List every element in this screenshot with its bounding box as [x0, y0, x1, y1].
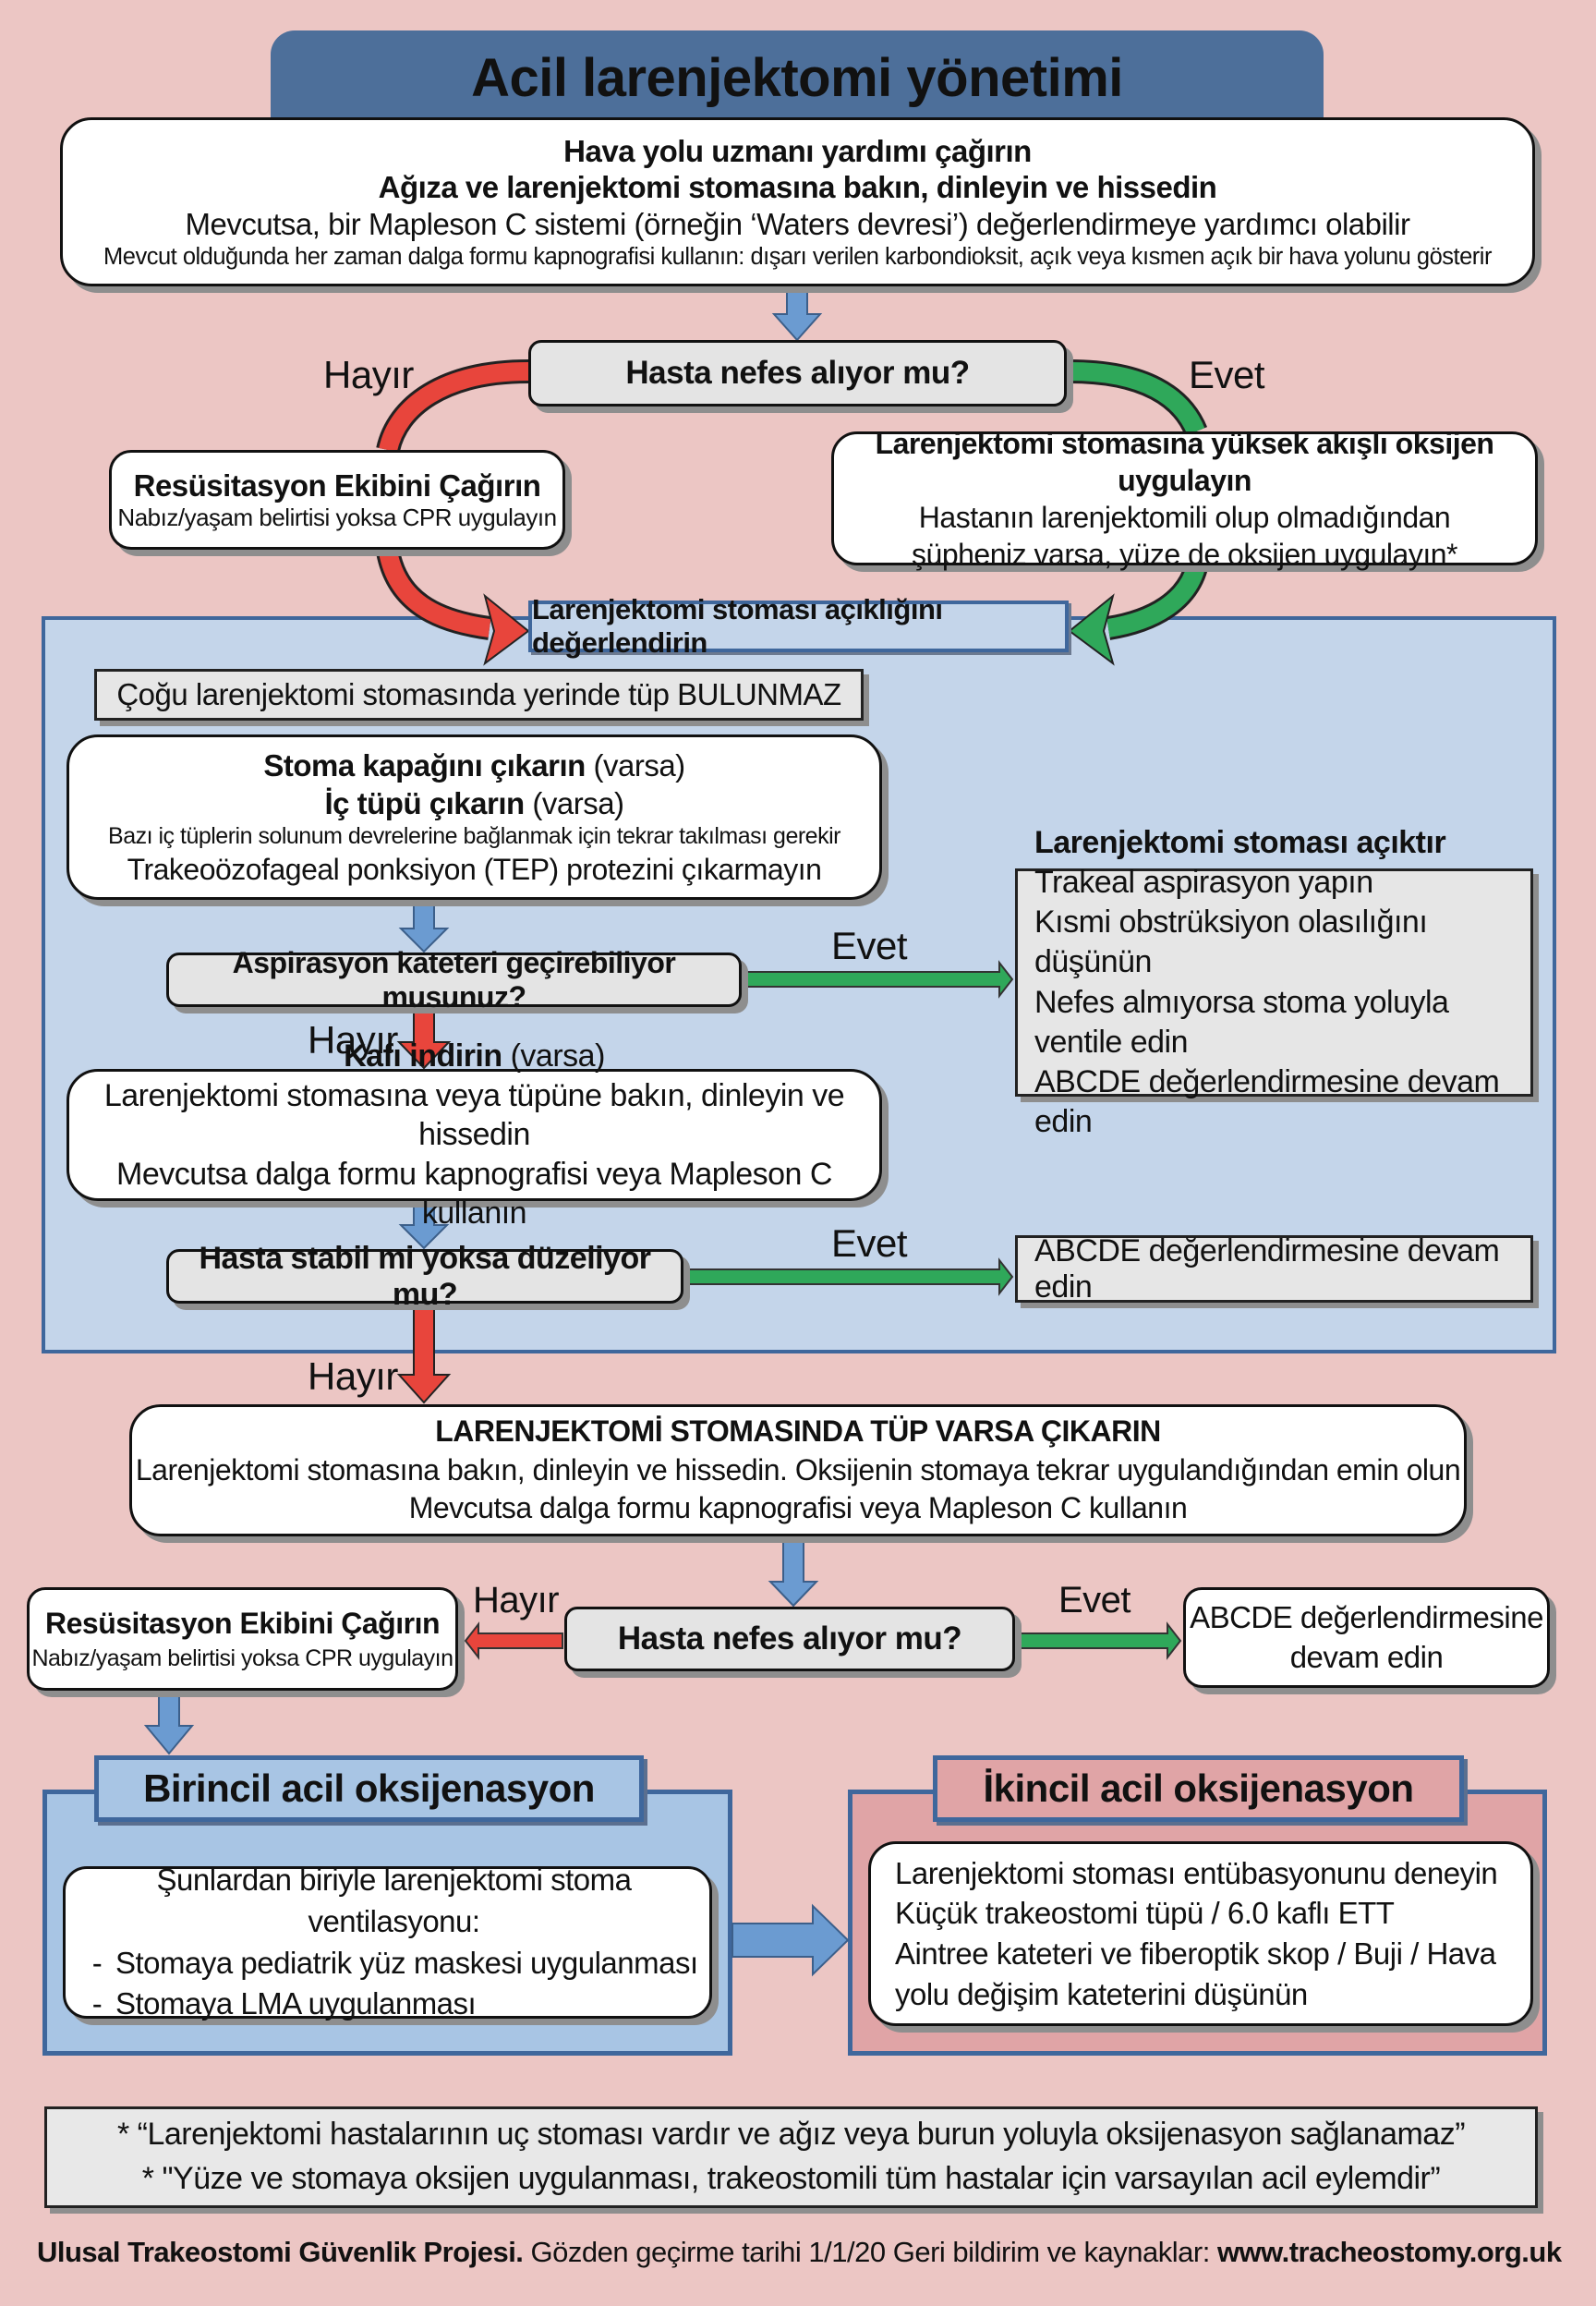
footer-link[interactable]: www.tracheostomy.org.uk — [1216, 2236, 1562, 2268]
resus2-title: Resüsitasyon Ekibini Çağırın — [45, 1606, 441, 1640]
remove-tube-box: LARENJEKTOMİ STOMASINDA TÜP VARSA ÇIKARI… — [129, 1404, 1467, 1536]
label-yes-1: Evet — [1189, 353, 1265, 396]
oxygen-line3: şüpheniz varsa, yüze de oksijen uygulayı… — [912, 537, 1457, 571]
arrow-down-3 — [398, 1206, 450, 1250]
capnography-text: Mevcut olduğunda her zaman dalga formu k… — [103, 243, 1492, 270]
if-present-3: (varsa) — [502, 1038, 606, 1074]
label-no-1: Hayır — [323, 353, 414, 396]
patent-item: Nefes almıyorsa stoma yoluyla ventile ed… — [1034, 984, 1449, 1060]
high-flow-oxygen-box: Larenjektomi stomasına yüksek akışlı oks… — [831, 427, 1538, 571]
label-no-2: Hayır — [473, 1580, 560, 1620]
mapleson-text: Mevcutsa, bir Mapleson C sistemi (örneği… — [185, 207, 1410, 241]
arrow-down-1 — [771, 285, 823, 342]
call-airway-expert-text: Hava yolu uzmanı yardımı çağırın — [563, 133, 1032, 168]
bullet-dash: - — [91, 1986, 103, 2021]
if-present-2: (varsa) — [524, 785, 624, 820]
secondary-title: İkincil acil oksijenasyon — [933, 1755, 1464, 1822]
arrow-head-green-1 — [1068, 593, 1115, 666]
label-yes-2: Evet — [1058, 1580, 1131, 1620]
arrow-no-stable — [396, 1305, 452, 1404]
inner-tube-note: Bazı iç tüplerin solunum devrelerine bağ… — [108, 823, 840, 850]
label-yes-stable: Evet — [831, 1221, 908, 1265]
patent-item: Kısmi obstrüksiyon olasılığını düşünün — [1034, 904, 1428, 980]
tep-note: Trakeoözofageal ponksiyon (TEP) protezin… — [127, 853, 822, 887]
no-tube-note: Çoğu larenjektomi stomasında yerinde tüp… — [94, 669, 864, 721]
oxygen-line2: Hastanın larenjektomili olup olmadığında… — [918, 500, 1451, 534]
remove-tube-line2: Larenjektomi stomasına bakın, dinleyin v… — [135, 1452, 1461, 1487]
resus-title: Resüsitasyon Ekibini Çağırın — [133, 467, 541, 503]
secondary-item: yolu değişim kateterini düşünün — [895, 1976, 1308, 2011]
resus-subtitle: Nabız/yaşam belirtisi yoksa CPR uygulayı… — [117, 504, 557, 532]
resuscitation-box-2: Resüsitasyon Ekibini Çağırın Nabız/yaşam… — [27, 1587, 458, 1691]
secondary-item: Larenjektomi stoması entübasyonunu deney… — [895, 1855, 1498, 1890]
footnotes-box: * “Larenjektomi hastalarının uç stoması … — [44, 2106, 1538, 2208]
remove-inner-tube-text: İç tüpü çıkarın — [324, 785, 525, 820]
patent-item: Trakeal aspirasyon yapın — [1034, 864, 1373, 900]
remove-tube-title: LARENJEKTOMİ STOMASINDA TÜP VARSA ÇIKARI… — [435, 1414, 1161, 1449]
label-no-stable: Hayır — [308, 1354, 398, 1398]
footer: Ulusal Trakeostomi Güvenlik Projesi. Göz… — [37, 2236, 1570, 2269]
decision-breathing-2[interactable]: Hasta nefes alıyor mu? — [564, 1607, 1015, 1671]
footnote-1: * “Larenjektomi hastalarının uç stoması … — [116, 2117, 1466, 2153]
footer-org: Ulusal Trakeostomi Güvenlik Projesi. — [37, 2236, 524, 2268]
decision-breathing-1[interactable]: Hasta nefes alıyor mu? — [528, 340, 1067, 407]
decision-aspiration[interactable]: Aspirasyon kateteri geçirebiliyor musunu… — [166, 946, 742, 1013]
arrow-down-5 — [143, 1693, 195, 1755]
remove-tube-line3: Mevcutsa dalga formu kapnografisi veya M… — [408, 1491, 1188, 1525]
arrow-yes-stable — [684, 1257, 1014, 1296]
secondary-item: Aintree kateteri ve fiberoptik skop / Bu… — [895, 1936, 1496, 1971]
arrow-primary-to-secondary — [732, 1903, 850, 1977]
footer-review: Gözden geçirme tarihi 1/1/20 Geri bildir… — [523, 2236, 1217, 2268]
bullet-dash: - — [91, 1945, 103, 1980]
stoma-cover-box: Stoma kapağını çıkarın (varsa) İç tüpü ç… — [66, 734, 882, 900]
deflate-cuff-text: Kafı indirin — [344, 1038, 502, 1074]
remove-cover-text: Stoma kapağını çıkarın — [263, 747, 586, 783]
look-listen-feel-text: Ağıza ve larenjektomi stomasına bakın, d… — [378, 170, 1217, 205]
arrow-head-red-1 — [483, 593, 530, 666]
primary-intro: Şunlardan biriyle larenjektomi stoma ven… — [156, 1863, 632, 1938]
arrow-down-2 — [398, 904, 450, 953]
arrow-yes-2 — [1017, 1621, 1182, 1660]
assess-patency-title: Larenjektomi stoması açıklığını değerlen… — [528, 593, 1069, 659]
decision-stable[interactable]: Hasta stabil mi yoksa düzeliyor mu? — [166, 1241, 683, 1312]
primary-item: Stomaya LMA uygulanması — [115, 1986, 477, 2021]
abcde-box-2: ABCDE değerlendirmesine devam edin — [1183, 1587, 1550, 1688]
arrow-down-4 — [768, 1539, 819, 1608]
cuff-line2: Larenjektomi stomasına veya tüpüne bakın… — [103, 1077, 845, 1153]
resus2-subtitle: Nabız/yaşam belirtisi yoksa CPR uygulayı… — [31, 1645, 453, 1671]
patent-item: ABCDE değerlendirmesine devam edin — [1034, 1063, 1500, 1140]
secondary-content-box: Larenjektomi stoması entübasyonunu deney… — [868, 1841, 1533, 2026]
abcde2-line1: ABCDE değerlendirmesine — [1190, 1599, 1543, 1634]
initial-assessment-box: Hava yolu uzmanı yardımı çağırın Ağıza v… — [60, 117, 1535, 286]
stoma-patent-box: Larenjektomi stoması açıktır Trakeal asp… — [1015, 825, 1533, 1139]
patent-title: Larenjektomi stoması açıktır — [1034, 824, 1446, 860]
deflate-cuff-box: Kafı indirin (varsa) Larenjektomi stomas… — [66, 1038, 882, 1231]
page-title: Acil larenjektomi yönetimi — [271, 30, 1324, 123]
if-present-1: (varsa) — [585, 747, 685, 783]
footnote-2: * "Yüze ve stomaya oksijen uygulanması, … — [141, 2161, 1441, 2196]
abcde2-line2: devam edin — [1289, 1639, 1444, 1674]
oxygen-line1: Larenjektomi stomasına yüksek akışlı oks… — [875, 426, 1494, 497]
label-no-aspiration: Hayır — [308, 1018, 398, 1062]
abcde-box-1: ABCDE değerlendirmesine devam edin — [1015, 1233, 1533, 1305]
arrow-no-aspiration — [396, 1010, 452, 1070]
label-yes-aspiration: Evet — [831, 924, 908, 967]
secondary-item: Küçük trakeostomi tüpü / 6.0 kaflı ETT — [895, 1896, 1395, 1931]
primary-content-box: Şunlardan biriyle larenjektomi stoma ven… — [63, 1863, 712, 2021]
primary-title: Birincil acil oksijenasyon — [94, 1755, 644, 1822]
resuscitation-box-1: Resüsitasyon Ekibini Çağırın Nabız/yaşam… — [109, 450, 565, 550]
cuff-line3: Mevcutsa dalga formu kapnografisi veya M… — [116, 1156, 832, 1232]
arrow-no-2 — [464, 1621, 563, 1660]
primary-item: Stomaya pediatrik yüz maskesi uygulanmas… — [115, 1945, 698, 1980]
arrow-yes-aspiration — [743, 960, 1014, 999]
